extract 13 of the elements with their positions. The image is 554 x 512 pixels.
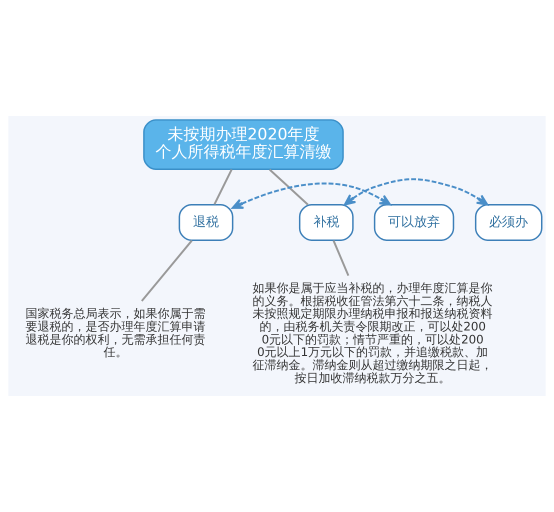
node-box: 退税: [178, 204, 234, 241]
connector: [214, 169, 233, 205]
connector: [332, 240, 350, 276]
node-box: 未按期办理2020年度个人所得税年度汇算清缴: [143, 119, 344, 170]
node-text: 国家税务总局表示，如果你属于需要退税的，是否办理年度汇算申请退税是你的权利，无需承担任何责任。: [25, 306, 206, 360]
connector: [141, 240, 193, 302]
arrow: [232, 182, 392, 209]
node-box: 补税: [298, 204, 354, 241]
arrow: [344, 178, 488, 206]
node-box: 必须办: [474, 204, 542, 241]
node-box: 可以放弃: [374, 204, 454, 241]
connector: [269, 168, 309, 206]
node-text: 如果你是属于应当补税的，办理年度汇算是你的义务。根据税收征管法第六十二条，纳税人未按照规定期限办理纳税申报和报送纳税资料的，由税务机关责令限期改正，可以处2000元以下的罚款；情节严重的，可以处2000元以上1万元以下的罚款，并追缴税款、加征滞纳金。滞纳金则从超过缴纳期限之日起，按日加收滞纳税款万分之五。: [252, 281, 493, 385]
